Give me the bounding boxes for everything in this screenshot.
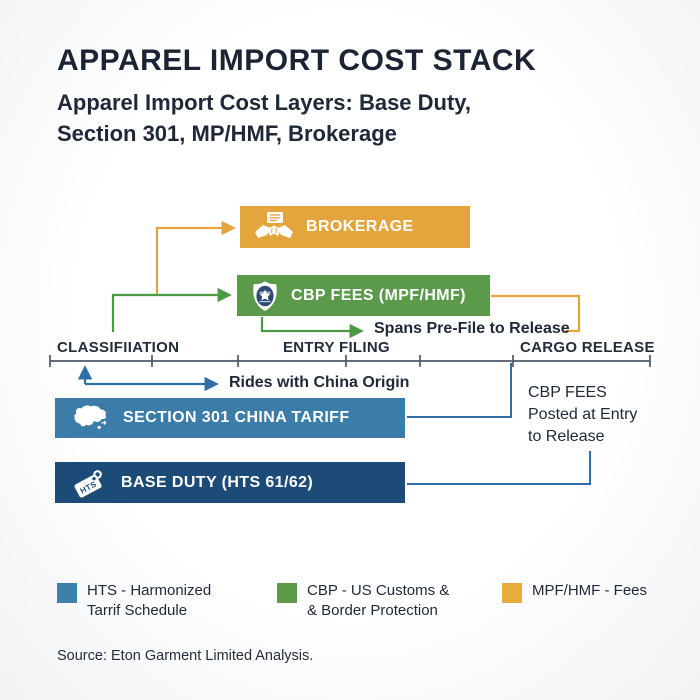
subtitle-line-1: Apparel Import Cost Layers: Base Duty,: [57, 90, 472, 115]
handshake-icon: [254, 212, 294, 242]
legend-item-cbp: CBP - US Customs & & Border Protection: [277, 581, 449, 621]
phase-entry-filing: ENTRY FILING: [283, 339, 390, 356]
rides-china-annotation: Rides with China Origin: [229, 374, 410, 391]
section301-connector: [407, 363, 512, 418]
baseduty-connector: [407, 451, 591, 485]
bar-base-duty-label: BASE DUTY (HTS 61/62): [121, 473, 314, 491]
subtitle-line-2: Section 301, MP/HMF, Brokerage: [57, 121, 397, 146]
cbp-posted-line-1: CBP FEES: [528, 384, 607, 401]
china-map-icon: [69, 403, 111, 433]
badge-icon: [251, 280, 279, 312]
green-feed-arrow: [111, 287, 232, 332]
page-title: APPAREL IMPORT COST STACK: [57, 44, 537, 77]
legend-swatch-cbp: [277, 583, 297, 603]
spans-prefile-arrow: [260, 317, 364, 339]
cbp-posted-line-3: to Release: [528, 428, 605, 445]
legend-swatch-mpf: [502, 583, 522, 603]
bar-cbp-fees-label: CBP FEES (MPF/HMF): [291, 286, 466, 304]
source-note: Source: Eton Garment Limited Analysis.: [57, 648, 314, 664]
bar-brokerage: BROKERAGE: [240, 206, 470, 248]
bar-section-301: SECTION 301 CHINA TARIFF: [55, 398, 405, 438]
phase-cargo-release: CARGO RELEASE: [520, 339, 655, 356]
legend-hts-line-1: HTS - Harmonized: [87, 582, 212, 599]
legend-swatch-hts: [57, 583, 77, 603]
bar-cbp-fees: CBP FEES (MPF/HMF): [237, 275, 490, 316]
bar-section-301-label: SECTION 301 CHINA TARIFF: [123, 409, 350, 426]
bar-base-duty: HTS BASE DUTY (HTS 61/62): [55, 462, 405, 503]
legend-mpf-line-1: MPF/HMF - Fees: [532, 582, 647, 599]
legend-item-mpf: MPF/HMF - Fees: [502, 581, 647, 603]
bar-brokerage-label: BROKERAGE: [306, 218, 414, 235]
legend-cbp-line-2: & Border Protection: [307, 602, 438, 619]
spans-prefile-annotation: Spans Pre-File to Release: [374, 320, 570, 337]
page-subtitle: Apparel Import Cost Layers: Base Duty, S…: [57, 87, 471, 149]
legend-hts-line-2: Tarrif Schedule: [87, 602, 188, 619]
legend-cbp-line-1: CBP - US Customs &: [307, 582, 450, 599]
gold-feed-arrow: [155, 220, 236, 294]
legend-item-hts: HTS - Harmonized Tarrif Schedule: [57, 581, 211, 621]
cbp-posted-line-2: Posted at Entry: [528, 406, 638, 423]
hts-tag-icon: HTS: [69, 464, 109, 502]
cbp-posted-annotation: CBP FEES Posted at Entry to Release: [528, 382, 648, 448]
phase-classification: CLASSIFIIATION: [57, 339, 180, 356]
